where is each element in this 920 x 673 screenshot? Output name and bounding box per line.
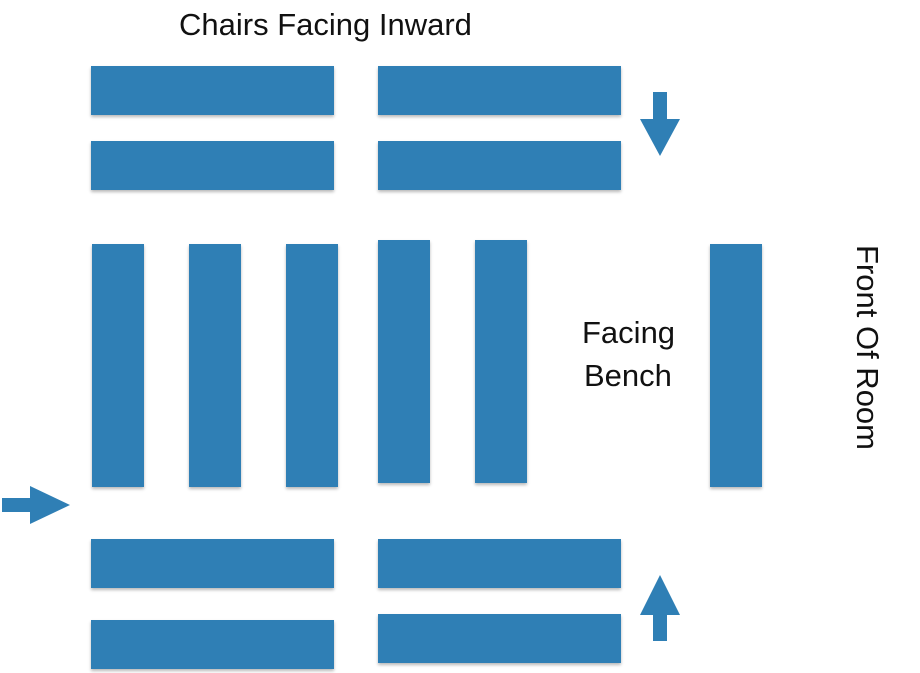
facing-bench — [710, 244, 762, 487]
bench-top-right-1 — [378, 66, 621, 115]
front-of-room-label: Front Of Room — [850, 245, 885, 450]
bench-vertical-3 — [286, 244, 338, 487]
bench-bottom-right-2 — [378, 614, 621, 663]
title-label: Chairs Facing Inward — [179, 7, 472, 42]
bench-vertical-5 — [475, 240, 527, 483]
bench-vertical-4 — [378, 240, 430, 483]
bench-vertical-1 — [92, 244, 144, 487]
arrow-right-icon — [2, 486, 70, 524]
bench-vertical-2 — [189, 244, 241, 487]
arrow-down-icon — [640, 92, 680, 156]
bench-top-left-1 — [91, 66, 334, 115]
bench-bottom-left-1 — [91, 539, 334, 588]
bench-bottom-right-1 — [378, 539, 621, 588]
bench-top-right-2 — [378, 141, 621, 190]
arrow-up-icon — [640, 575, 680, 641]
facing-bench-label-line2: Bench — [584, 358, 672, 393]
bench-top-left-2 — [91, 141, 334, 190]
facing-bench-label-line1: Facing — [582, 315, 676, 350]
bench-bottom-left-2 — [91, 620, 334, 669]
